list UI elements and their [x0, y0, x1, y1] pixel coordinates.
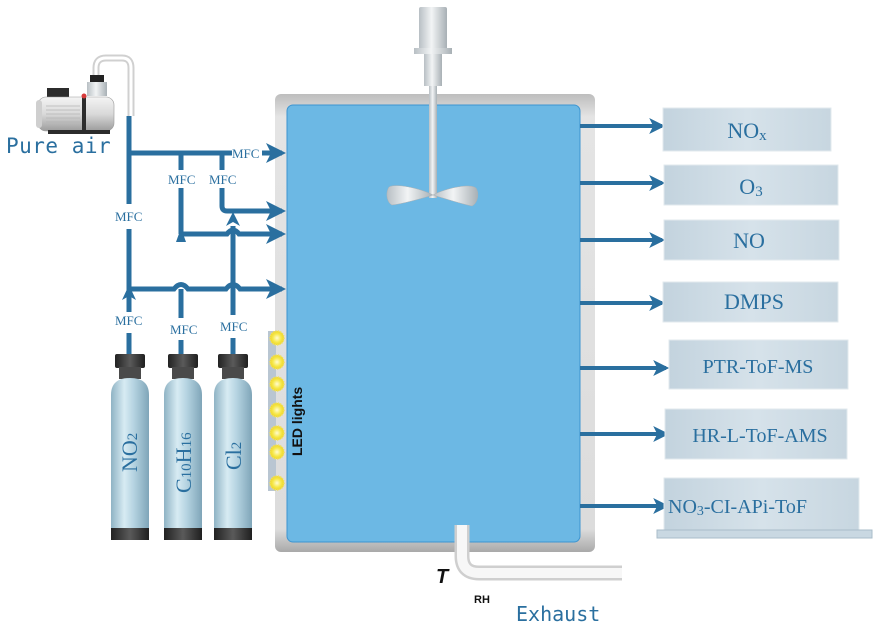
- temperature-sensor-label: T: [436, 566, 450, 588]
- led-light-icon: [269, 354, 285, 370]
- gas-lines: [126, 116, 286, 356]
- pure-air-label: Pure air: [6, 134, 111, 158]
- instrument-hr-l-tof-ams: HR-L-ToF-AMS: [664, 408, 848, 460]
- mfc-label-c10h16: MFC: [170, 322, 197, 337]
- exhaust-pipe: [454, 525, 622, 581]
- led-lights-label: LED lights: [289, 387, 305, 456]
- mfc-labels: MFC MFC MFC MFC MFC MFC MFC: [115, 146, 259, 337]
- svg-text:DMPS: DMPS: [724, 289, 784, 314]
- humidity-sensor-label: RH: [474, 594, 490, 606]
- instrument-ptr-tof-ms: PTR-ToF-MS: [668, 339, 849, 390]
- instrument-nox: NOx: [662, 107, 832, 152]
- led-light-icon: [269, 376, 285, 392]
- cylinder-label-c10h16: C10H16: [171, 432, 196, 493]
- led-strip: [268, 330, 285, 491]
- led-light-icon: [269, 475, 285, 491]
- instrument-label: O: [739, 174, 755, 199]
- cylinder-label-no2: NO2: [117, 433, 142, 472]
- led-light-icon: [269, 444, 285, 460]
- mfc-label-cl2: MFC: [220, 319, 247, 334]
- instrument-label: DMPS: [724, 289, 784, 314]
- gas-cylinder-c10h16: [164, 354, 202, 540]
- mfc-label-pure-air-trunk: MFC: [115, 209, 142, 224]
- svg-text:NO: NO: [733, 228, 765, 253]
- svg-text:PTR-ToF-MS: PTR-ToF-MS: [703, 356, 814, 378]
- svg-text:NO3-CI-APi-ToF: NO3-CI-APi-ToF: [668, 496, 807, 519]
- instrument-label: NO: [727, 118, 759, 143]
- cylinder-label-cl2: Cl2: [221, 442, 246, 470]
- instrument-label: NO: [733, 228, 765, 253]
- instrument-label: NO: [668, 496, 697, 518]
- instrument-o3: O3: [663, 164, 839, 206]
- sampling-lines: [580, 118, 670, 514]
- flow-arrowheads: [122, 212, 240, 300]
- pump-icon: [36, 54, 135, 134]
- svg-text:HR-L-ToF-AMS: HR-L-ToF-AMS: [692, 425, 827, 447]
- mfc-label-branch-2: MFC: [209, 172, 236, 187]
- gas-cylinder-cl2: [214, 354, 252, 540]
- instrument-no: NO: [663, 219, 840, 261]
- exhaust-label: Exhaust: [516, 602, 600, 626]
- mfc-label-pure-air-direct: MFC: [232, 146, 259, 161]
- instrument-no3-ci-api-tof: NO3-CI-APi-ToF: [656, 477, 873, 539]
- mfc-label-branch-1: MFC: [168, 172, 195, 187]
- svg-text:O3: O3: [739, 174, 762, 200]
- led-light-icon: [269, 330, 285, 346]
- instrument-label: HR-L-ToF-AMS: [692, 425, 827, 447]
- instrument-dmps: DMPS: [662, 281, 839, 323]
- led-light-icon: [269, 425, 285, 441]
- led-light-icon: [269, 402, 285, 418]
- mfc-label-no2: MFC: [115, 313, 142, 328]
- stirrer-icon: [386, 7, 479, 207]
- gas-cylinder-no2: [111, 354, 149, 540]
- svg-text:NOx: NOx: [727, 118, 767, 144]
- chamber: [275, 94, 595, 552]
- instrument-label: PTR-ToF-MS: [703, 356, 814, 378]
